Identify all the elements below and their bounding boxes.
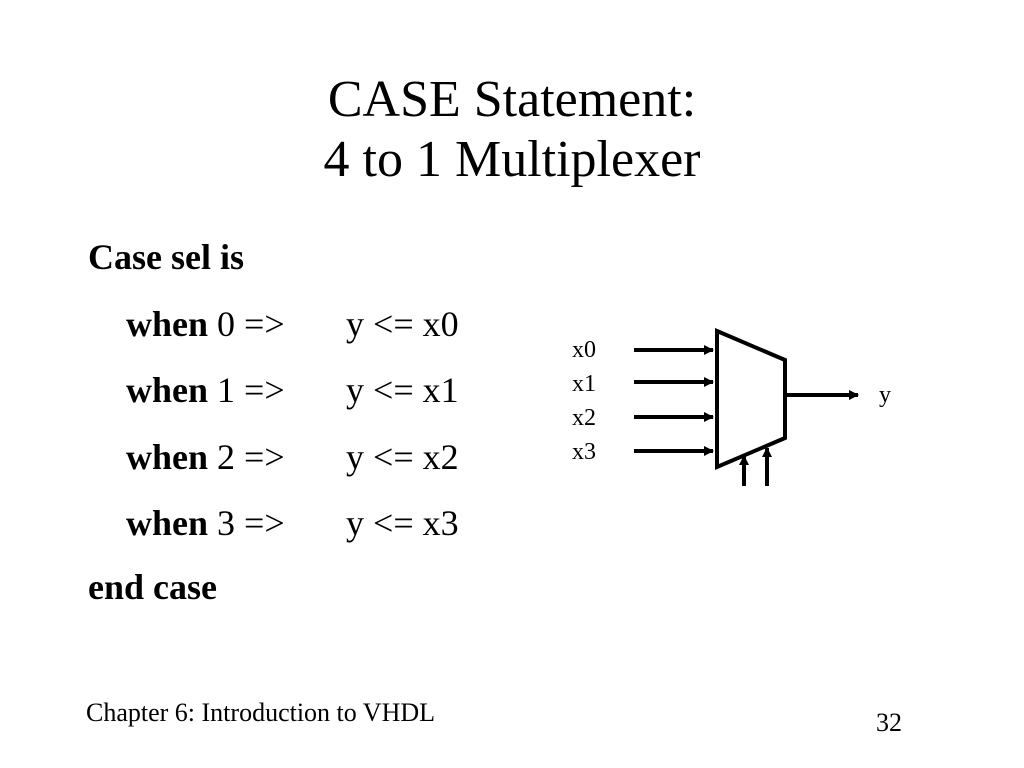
end-case-line: end case: [88, 567, 217, 607]
branch-value: 1 =>: [217, 370, 285, 410]
case-line: Case sel is: [88, 237, 244, 277]
when-keyword: when: [126, 370, 209, 410]
branch-value: 0 =>: [217, 304, 285, 344]
when-keyword: when: [126, 503, 209, 543]
chapter-footer: Chapter 6: Introduction to VHDL: [86, 698, 436, 727]
when-branch-0: when 0 => y <= x0: [126, 299, 459, 349]
input-label-x0: x0: [572, 337, 596, 363]
branch-value: 2 =>: [217, 437, 285, 477]
branch-assignment: y <= x2: [346, 437, 459, 477]
branch-value: 3 =>: [217, 503, 285, 543]
input-label-x3: x3: [572, 439, 596, 465]
branch-assignment: y <= x1: [346, 370, 459, 410]
when-branch-2: when 2 => y <= x2: [126, 432, 459, 482]
input-label-x2: x2: [572, 405, 596, 431]
branch-assignment: y <= x3: [346, 503, 459, 543]
title-line-1: CASE Statement:: [327, 71, 697, 128]
multiplexer-diagram: x0 x1 x2 x3 y: [560, 320, 900, 505]
when-branch-1: when 1 => y <= x1: [126, 365, 459, 415]
slide-title: CASE Statement: 4 to 1 Multiplexer: [0, 70, 1024, 190]
branch-assignment: y <= x0: [346, 304, 459, 344]
when-keyword: when: [126, 437, 209, 477]
output-label-y: y: [879, 382, 891, 408]
title-line-2: 4 to 1 Multiplexer: [323, 131, 701, 188]
when-branch-3: when 3 => y <= x3: [126, 498, 459, 548]
input-label-x1: x1: [572, 371, 596, 397]
when-keyword: when: [126, 304, 209, 344]
page-number: 32: [876, 708, 902, 737]
mux-body: [715, 327, 787, 471]
